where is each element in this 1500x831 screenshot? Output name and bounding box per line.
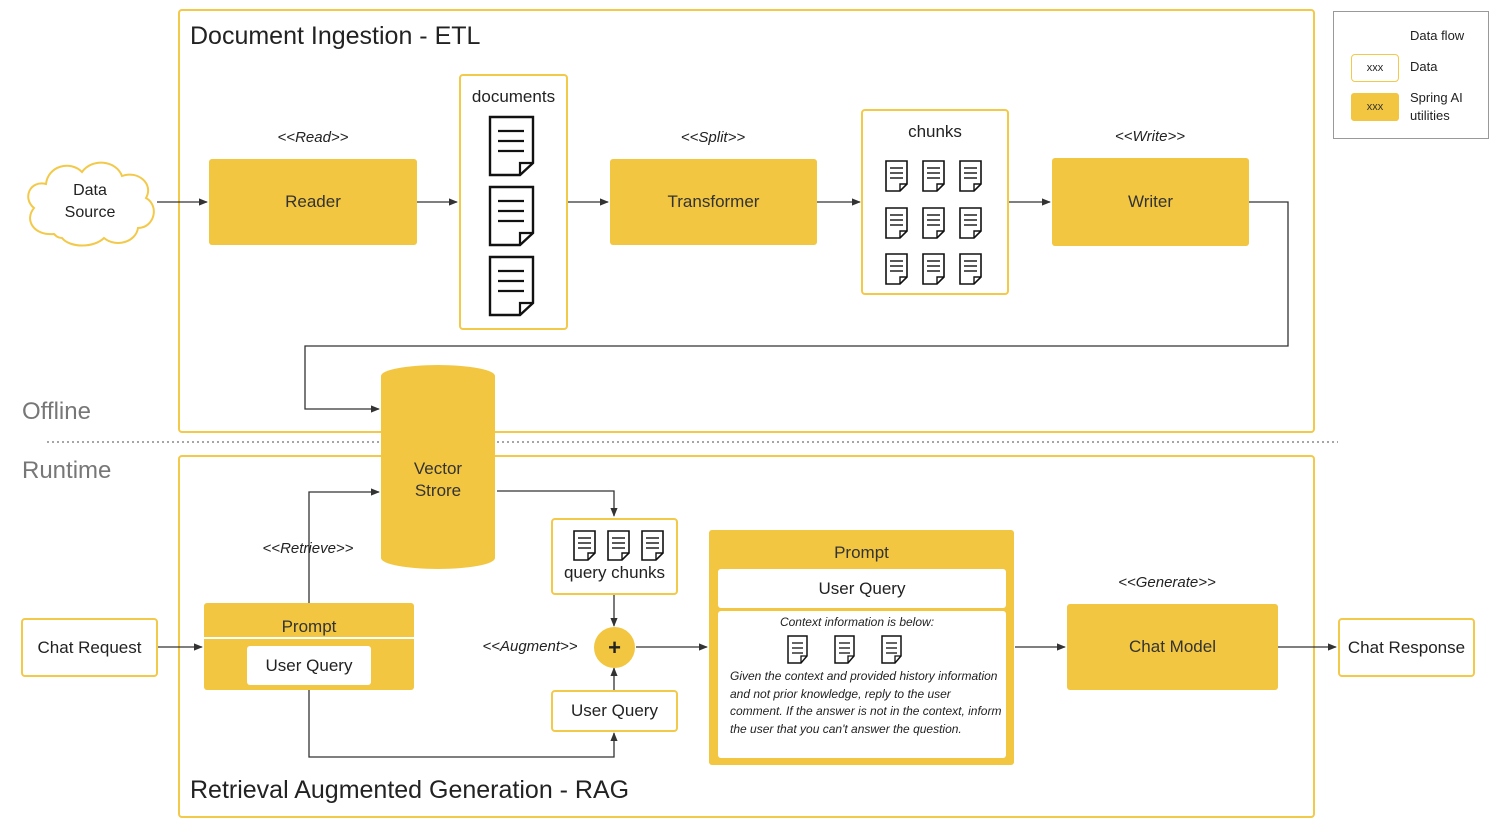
rag-panel [178,455,1315,818]
prompt-template-user-query: User Query [718,569,1006,608]
document-icon-2 [488,185,535,247]
prompt-template-label: Prompt [834,543,889,562]
document-icon-3 [488,255,535,317]
rag-title: Retrieval Augmented Generation - RAG [190,776,630,804]
document-icon-1 [488,115,535,177]
chunks-label: chunks [908,122,962,141]
prompt-divider [204,637,414,639]
runtime-label: Runtime [22,457,112,484]
vector-store-cylinder [381,365,495,569]
etl-panel [178,9,1315,433]
offline-label: Offline [22,398,91,425]
split-stereotype: <<Split>> [680,129,746,146]
reader-box: Reader [209,159,417,245]
cloud-icon [27,161,155,247]
data-source-label: Data Source [64,182,116,221]
generate-stereotype: <<Generate>> [1118,574,1216,591]
write-stereotype: <<Write>> [1114,128,1186,145]
augment-user-query: User Query [551,690,678,732]
legend-utility-swatch: xxx [1351,93,1399,121]
prompt-template-context-area [718,611,1006,758]
chunk-icons [885,160,982,285]
chat-request-box: Chat Request [21,618,158,677]
read-stereotype: <<Read>> [277,129,349,146]
documents-label: documents [471,87,556,106]
retrieve-stereotype: <<Retrieve>> [262,540,354,557]
context-text: Given the context and provided history i… [730,669,1002,736]
context-doc-icons [787,635,902,664]
augment-stereotype: <<Augment>> [482,638,578,655]
query-chunks-label: query chunks [563,563,666,582]
chat-response-box: Chat Response [1338,618,1475,677]
vector-store-label: Vector Strore [413,459,463,500]
writer-box: Writer [1052,158,1249,246]
legend-data-swatch: xxx [1351,54,1399,82]
query-chunk-icons [573,530,664,561]
chat-model-box: Chat Model [1067,604,1278,690]
context-header: Context information is below: [779,615,935,629]
legend-utility-label: Spring AI utilities [1410,90,1463,123]
prompt-label: Prompt [281,617,337,636]
etl-title: Document Ingestion - ETL [190,22,481,50]
transformer-box: Transformer [610,159,817,245]
legend-data-label: Data [1410,59,1438,74]
legend-data-flow-label: Data flow [1410,28,1465,43]
prompt-user-query: User Query [247,646,371,685]
augment-plus-icon: + [594,627,635,668]
